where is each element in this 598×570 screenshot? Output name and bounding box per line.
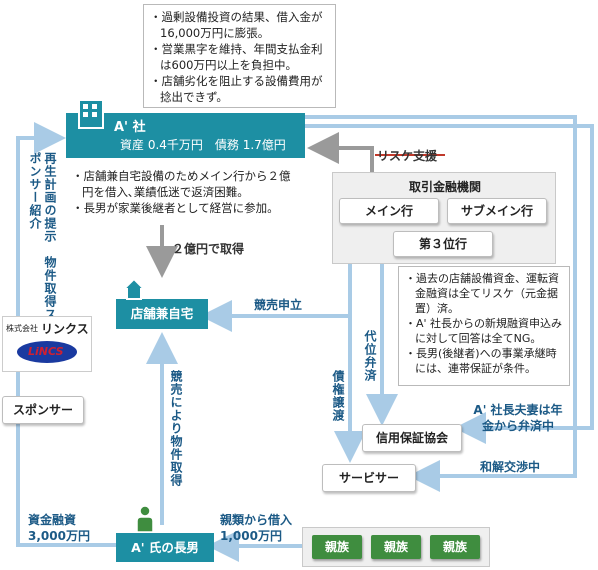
banks-group: 取引金融機関 メイン行 サブメイン行 第３位行 [332, 172, 556, 264]
arrow-company-to-guarantee [305, 124, 594, 444]
home-box[interactable]: 店舗兼自宅 [116, 277, 208, 329]
relatives-group: 親族 親族 親族 [302, 527, 490, 567]
person-icon [136, 505, 154, 533]
subrogation-label: 代位弁済 [363, 330, 377, 382]
company-box[interactable]: A' 社 資産 0.4千万円 債務 1.7億円 [66, 99, 305, 158]
president-repay-label: A' 社長夫妻は年金から弁済中 [473, 403, 563, 433]
guarantee-button[interactable]: 信用保証協会 [362, 424, 462, 452]
sub-main-bank-button[interactable]: サブメイン行 [447, 198, 547, 224]
top-note-item: 営業黒字を維持、年間支払金利は600万円以上を負担中。 [150, 41, 329, 73]
links-logo: LiNCS [17, 341, 77, 363]
links-name: リンクス [41, 322, 89, 336]
relative-button[interactable]: 親族 [371, 535, 421, 559]
arrow-company-to-servicer [305, 115, 577, 492]
building-icon [78, 99, 104, 129]
relatives-borrow-label: 親類から借入 1,000万円 [220, 513, 293, 543]
links-prefix: 株式会社 [6, 324, 38, 333]
third-bank-button[interactable]: 第３位行 [393, 231, 493, 257]
bank-note-item: 過去の店舗設備資金、運転資金融資は全てリスケ（元金据置）済。 [405, 271, 563, 316]
top-note-item: 店舗劣化を阻止する設備費用が捻出できず。 [150, 73, 329, 105]
claim-transfer-label: 債権譲渡 [331, 370, 345, 422]
top-note-item: 過剰設備投資の結果、借入金が16,000万円に膨張。 [150, 9, 329, 41]
son-label: A' 氏の長男 [131, 540, 199, 555]
funding-label: 資金融資 3,000万円 [28, 513, 90, 543]
settlement-label: 和解交渉中 [480, 460, 541, 474]
company-name: A' 社 [114, 120, 146, 135]
bank-note-item: 長男(後継者)への事業承継時には、連帯保証が条件。 [405, 346, 563, 376]
top-note: 過剰設備投資の結果、借入金が16,000万円に膨張。 営業黒字を維持、年間支払金… [143, 4, 336, 108]
servicer-button[interactable]: サービサー [322, 464, 416, 492]
auction-acquire-label: 競売により物件取得 [169, 370, 183, 487]
bank-note-item: A' 社長からの新規融資申込みに対して回答は全てNG。 [405, 316, 563, 346]
company-note: 店舗兼自宅設備のためメイン行から２億円を借入､業績低迷で返済困難。 長男が家業後… [72, 168, 298, 216]
links-company-card: 株式会社 リンクス LiNCS [2, 316, 92, 372]
main-bank-button[interactable]: メイン行 [339, 198, 439, 224]
company-note-item: 長男が家業後継者として経営に参加。 [72, 200, 298, 216]
company-finance: 資産 0.4千万円 債務 1.7億円 [120, 138, 286, 152]
bank-note: 過去の店舗設備資金、運転資金融資は全てリスケ（元金据置）済。 A' 社長からの新… [398, 266, 570, 386]
house-icon [121, 277, 147, 301]
son-box[interactable]: A' 氏の長男 [116, 505, 214, 562]
auction-label: 競売申立 [254, 298, 303, 312]
relative-button[interactable]: 親族 [430, 535, 480, 559]
acquire-label: ２億円で取得 [172, 242, 245, 256]
reschedule-label: リスケ支援 [377, 149, 438, 163]
banks-title: 取引金融機関 [408, 180, 481, 194]
left-panel-text: 再生計画の提示 物件取得スポンサー紹介 [28, 152, 57, 321]
relative-button[interactable]: 親族 [312, 535, 362, 559]
links-logo-text: LiNCS [28, 345, 64, 358]
home-label: 店舗兼自宅 [130, 306, 194, 321]
company-note-item: 店舗兼自宅設備のためメイン行から２億円を借入､業績低迷で返済困難。 [72, 168, 298, 200]
sponsor-button[interactable]: スポンサー [2, 396, 84, 424]
